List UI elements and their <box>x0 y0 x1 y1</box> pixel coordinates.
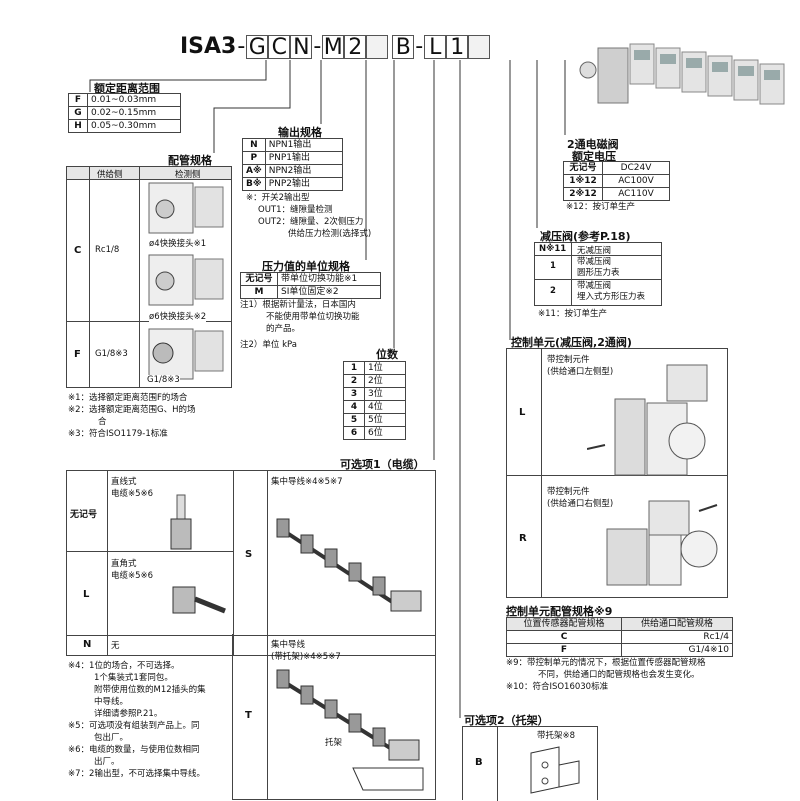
product-image <box>579 43 785 105</box>
regulator-title: 减压阀(参考P.18) <box>540 230 631 243</box>
valve-subtitle: 额定电压 <box>572 150 616 163</box>
option2-title: 可选项2（托架） <box>464 714 549 727</box>
option1-table: 无记号 直线式 电缆※5※6 L 直角式 电缆※5※6 N 无 S 集中导线※4… <box>66 470 436 656</box>
option1-notes: ※4：1位的场合，不可选择。 1个集装式1套同包。 附带使用位数的M12插头的集… <box>68 661 206 779</box>
control-unit-table: L 带控制元件 (供给通口左侧型) R 带控制元件 (供给通口右侧型) <box>506 348 728 598</box>
code-valve: 1 <box>446 34 469 59</box>
valve-notes: ※12：按订单生产 <box>566 202 635 212</box>
piping-table: 供给侧 检测侧 C Rc1/8 F G1/8※3 ø4快换接头※1 ø6快换接头… <box>66 166 232 388</box>
output-title: 输出规格 <box>278 126 322 139</box>
piping-notes: ※1：选择额定距离范围F的场合 ※2：选择额定距离范围G、H的场 合 ※3：符合… <box>68 393 196 439</box>
control-unit-title: 控制单元(减压阀,2通阀) <box>511 336 632 349</box>
pressure-unit-notes: 注1）根据新计量法，日本国内 不能使用带单位切换功能 的产品。 注2）单位 kP… <box>240 300 360 350</box>
code-stations: 2 <box>344 34 367 59</box>
stations-title: 位数 <box>376 348 398 361</box>
code-option1 <box>366 34 389 59</box>
option1-t-row: T 集中导线 (带托架)※4※5※7 托架 <box>232 634 436 800</box>
output-notes: ※：开关2输出型 OUT1：缝隙量检测 OUT2：缝隙量、2次侧压力 供给压力检… <box>246 193 372 239</box>
code-control: L <box>424 34 447 59</box>
valve-title: 2通电磁阀 <box>567 138 619 151</box>
option2-table: B 带托架※8 <box>462 726 598 801</box>
pressure-unit-title: 压力值的单位规格 <box>262 260 350 273</box>
regulator-table: N※11 无减压阀 1 带减压阀圆形压力表 2 带减压阀埋入式方形压力表 <box>534 242 662 306</box>
regulator-notes: ※11：按订单生产 <box>538 309 607 319</box>
option1-title: 可选项1（电缆） <box>340 458 425 471</box>
code-distance: G <box>246 34 269 59</box>
code-option2: B <box>392 34 415 59</box>
code-unit: M <box>322 34 345 60</box>
code-output: N <box>290 34 313 59</box>
cu-piping-notes: ※9：带控制单元的情况下，根据位置传感器配管规格 不同，供给通口的配管规格也会发… <box>506 658 706 692</box>
code-piping: C <box>268 34 291 59</box>
code-regulator <box>468 34 491 59</box>
regulator-row-2: 带减压阀埋入式方形压力表 <box>577 281 646 302</box>
rated-distance-title: 额定距离范围 <box>94 82 160 95</box>
model-prefix: ISA3 <box>180 34 237 59</box>
regulator-row-1: 带减压阀圆形压力表 <box>577 257 620 278</box>
piping-title: 配管规格 <box>168 154 212 167</box>
cu-piping-title: 控制单元配管规格※9 <box>506 605 613 618</box>
